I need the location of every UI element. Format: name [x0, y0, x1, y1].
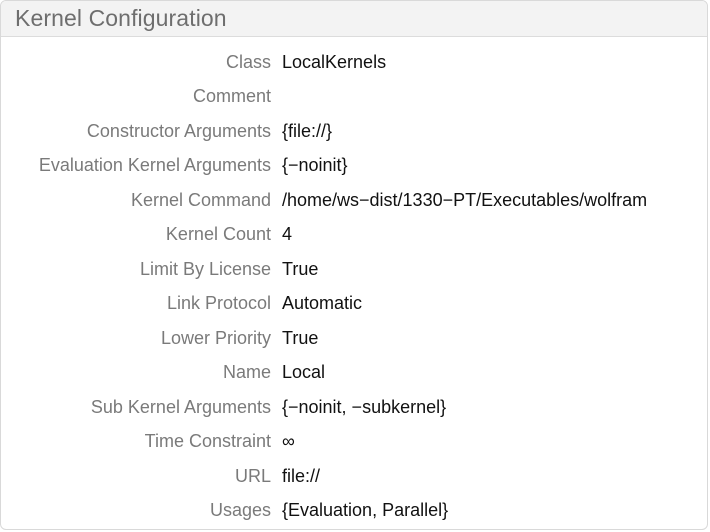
property-key: Class [225, 51, 271, 72]
property-key: Sub Kernel Arguments [90, 396, 271, 417]
property-row-sub-kernel-arguments: Sub Kernel Arguments {−noinit, −subkerne… [1, 390, 707, 425]
property-value: {−noinit, −subkernel} [282, 396, 447, 417]
property-row-link-protocol: Link Protocol Automatic [1, 287, 707, 322]
property-value: /home/ws−dist/1330−PT/Executables/wolfra… [282, 189, 648, 210]
property-key: Comment [192, 86, 271, 107]
property-row-kernel-command: Kernel Command /home/ws−dist/1330−PT/Exe… [1, 183, 707, 218]
property-key: Constructor Arguments [86, 120, 271, 141]
property-row-evaluation-kernel-arguments: Evaluation Kernel Arguments {−noinit} [1, 149, 707, 184]
property-list: Class LocalKernels Comment Constructor A… [1, 45, 707, 528]
property-value: {Evaluation, Parallel} [282, 500, 449, 521]
property-row-time-constraint: Time Constraint ∞ [1, 425, 707, 460]
property-key: Time Constraint [144, 431, 271, 452]
property-key: URL [234, 465, 271, 486]
property-row-kernel-count: Kernel Count 4 [1, 218, 707, 253]
panel-title: Kernel Configuration [15, 5, 227, 31]
property-key: Name [222, 362, 271, 383]
property-value: {−noinit} [282, 155, 348, 176]
panel-header: Kernel Configuration [1, 1, 707, 37]
property-row-lower-priority: Lower Priority True [1, 321, 707, 356]
property-key: Evaluation Kernel Arguments [38, 155, 271, 176]
property-row-url: URL file:// [1, 459, 707, 494]
property-key: Kernel Count [165, 224, 271, 245]
property-key: Limit By License [139, 258, 271, 279]
property-value: True [282, 327, 319, 348]
property-key: Link Protocol [166, 293, 271, 314]
property-row-usages: Usages {Evaluation, Parallel} [1, 494, 707, 529]
property-value: True [282, 258, 319, 279]
property-value: Automatic [282, 293, 363, 314]
property-value: 4 [282, 224, 293, 245]
property-row-constructor-arguments: Constructor Arguments {file://} [1, 114, 707, 149]
property-row-name: Name Local [1, 356, 707, 391]
property-value: ∞ [282, 431, 295, 452]
property-row-limit-by-license: Limit By License True [1, 252, 707, 287]
property-row-class: Class LocalKernels [1, 45, 707, 80]
property-value: file:// [282, 465, 321, 486]
property-value: {file://} [282, 120, 333, 141]
property-key: Kernel Command [130, 189, 271, 210]
property-value: Local [282, 362, 326, 383]
property-value: LocalKernels [282, 51, 387, 72]
property-row-comment: Comment [1, 80, 707, 115]
property-key: Lower Priority [160, 327, 271, 348]
property-key: Usages [209, 500, 271, 521]
